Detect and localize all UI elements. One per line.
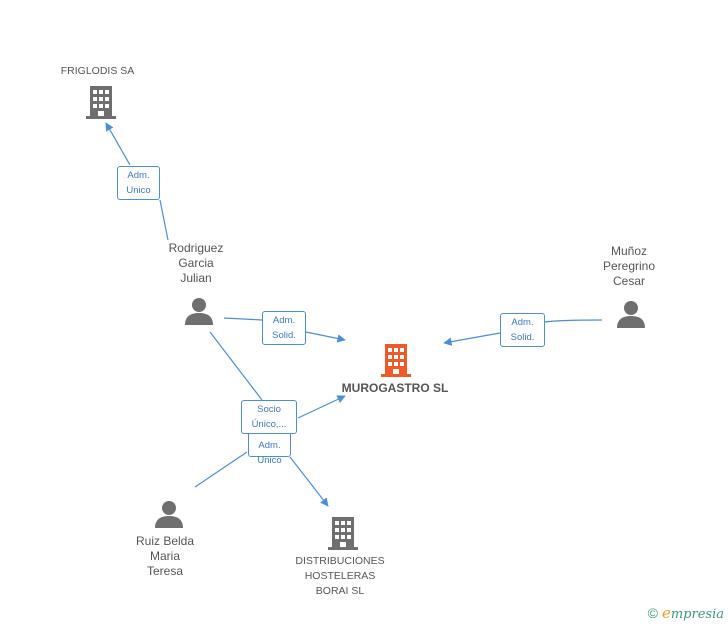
relation-rodriguez-friglodis[interactable]: Adm. Unico <box>117 166 160 200</box>
munoz-label[interactable]: Muñoz Peregrino Cesar <box>602 244 656 288</box>
edge-ruiz-main <box>194 396 345 488</box>
distribuciones-label[interactable]: DISTRIBUCIONES HOSTELERAS BORAI SL <box>295 555 385 597</box>
edge-rodriguez-main <box>223 317 345 340</box>
ruiz-label[interactable]: Ruiz Belda Maria Teresa <box>135 534 195 578</box>
distribuciones-building-icon[interactable] <box>328 515 358 556</box>
copyright-symbol: © <box>647 605 658 621</box>
relation-rodriguez-main[interactable]: Adm. Solid. <box>262 311 306 345</box>
ruiz-person-icon[interactable] <box>154 499 184 534</box>
main-company-building-icon[interactable] <box>381 342 411 383</box>
main-company-label[interactable]: MUROGASTRO SL <box>341 381 449 395</box>
munoz-person-icon[interactable] <box>616 299 646 334</box>
relation-ruiz-main[interactable]: Socio Único,... <box>241 400 297 434</box>
edge-rodriguez-friglodis <box>106 123 169 241</box>
footer-brand: © empresia <box>648 604 724 622</box>
empresia-logo[interactable]: empresia <box>661 604 724 622</box>
friglodis-label[interactable]: FRIGLODIS SA <box>60 65 135 77</box>
rodriguez-person-icon[interactable] <box>184 296 214 331</box>
edge-rodriguez-distribuciones <box>209 331 328 506</box>
relation-munoz-main[interactable]: Adm. Solid. <box>500 313 545 347</box>
edge-munoz-main <box>444 319 603 343</box>
friglodis-building-icon[interactable] <box>86 84 116 125</box>
rodriguez-label[interactable]: Rodriguez Garcia Julian <box>168 241 224 285</box>
